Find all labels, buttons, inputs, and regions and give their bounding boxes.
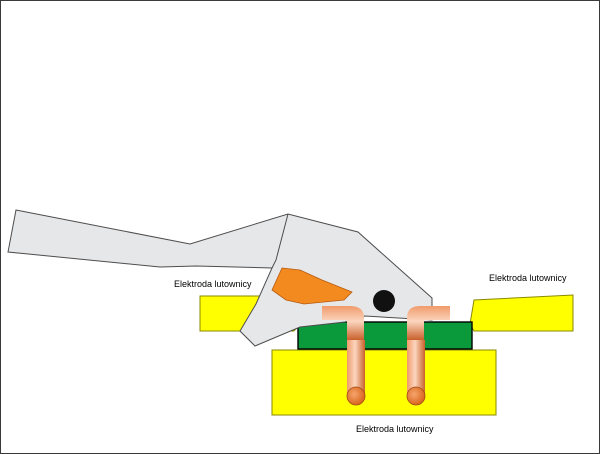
bottom-electrode [271,349,497,416]
gripper-tip-icon [271,267,353,305]
copper-wire-bend-right [407,306,450,340]
gripper-seam [271,213,289,269]
copper-lead-right [407,340,425,396]
copper-lead-left [347,340,365,396]
copper-lead-end-left [346,386,366,406]
pcb-board [297,321,473,350]
right-electrode [469,294,574,332]
left-electrode-label: Elektroda lutownicy [174,279,252,289]
copper-lead-end-right [406,386,426,406]
right-electrode-label: Elektroda lutownicy [489,273,567,283]
pivot-pin-icon [373,290,395,312]
bottom-electrode-label: Elektroda lutownicy [356,424,434,434]
copper-wire-bend-left [322,306,364,340]
